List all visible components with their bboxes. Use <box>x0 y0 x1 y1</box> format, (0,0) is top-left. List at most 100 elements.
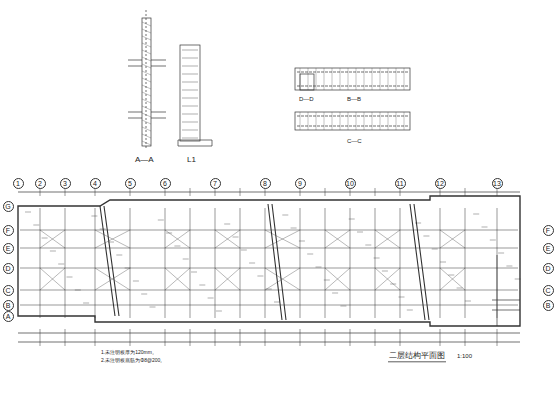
drawing-line <box>95 208 96 318</box>
drawing-line <box>375 329 376 346</box>
drawing-line <box>349 219 355 220</box>
drawing-line <box>404 112 405 130</box>
drawing-line <box>348 68 349 90</box>
drawing-line <box>465 329 466 346</box>
drawing-line <box>440 262 446 263</box>
drawing-line <box>182 114 198 115</box>
drawing-line <box>95 268 130 290</box>
drawing-line <box>375 268 400 290</box>
drawing-line <box>91 216 97 217</box>
axis-bubble: B <box>543 300 554 311</box>
drawing-line <box>182 122 198 123</box>
drawing-line <box>65 208 66 318</box>
drawing-line <box>440 230 465 248</box>
drawing-line <box>215 208 216 318</box>
axis-number: 2 <box>38 180 42 187</box>
drawing-line <box>473 214 479 215</box>
drawing-line <box>308 68 309 90</box>
drawing-line <box>300 188 301 196</box>
drawing-line <box>224 224 230 225</box>
drawing-line <box>365 245 371 246</box>
drawing-line <box>142 22 151 26</box>
drawing-line <box>375 230 400 248</box>
drawing-line <box>130 208 131 318</box>
drawing-line <box>388 112 389 130</box>
drawing-line <box>216 311 222 312</box>
drawing-line <box>240 188 241 196</box>
drawing-line <box>215 188 216 196</box>
axis-number: 7 <box>213 180 217 187</box>
axis-number: 8 <box>263 180 267 187</box>
drawing-line <box>382 271 388 272</box>
drawing-line <box>20 290 518 291</box>
drawing-line <box>165 188 166 196</box>
drawing-line <box>95 268 130 290</box>
drawing-line <box>95 230 130 248</box>
drawing-line <box>58 264 64 265</box>
drawing-line <box>325 268 350 290</box>
drawing-line <box>241 250 247 251</box>
drawing-line <box>142 141 151 145</box>
drawing-line <box>340 306 346 307</box>
drawing-line <box>20 230 518 231</box>
drawing-line <box>142 113 151 117</box>
drawing-line <box>325 329 326 346</box>
axis-number: F <box>546 227 550 234</box>
drawing-line <box>356 68 357 90</box>
drawing-line <box>182 66 198 67</box>
axis-number: 1 <box>16 180 20 187</box>
drawing-line <box>282 215 288 216</box>
drawing-line <box>356 112 357 130</box>
drawing-line <box>307 254 313 255</box>
axis-bubble: E <box>3 243 14 254</box>
drawing-line <box>182 82 198 83</box>
drawing-line <box>40 188 41 196</box>
drawing-line <box>400 188 401 196</box>
drawing-line <box>20 305 518 306</box>
axis-bubble: 4 <box>90 178 101 189</box>
drawing-line <box>215 329 216 346</box>
drawing-line <box>357 232 363 233</box>
drawing-line <box>95 329 96 346</box>
drawing-line <box>165 208 166 318</box>
drawing-line <box>440 208 441 318</box>
drawing-line <box>75 290 81 291</box>
axis-bubble: E <box>543 243 554 254</box>
drawing-line <box>440 188 441 196</box>
axis-number: B <box>546 302 551 309</box>
drawing-title: 二层结构平面图 <box>388 352 446 361</box>
axis-number: 4 <box>93 180 97 187</box>
axis-number: C <box>545 287 550 294</box>
drawing-line <box>142 50 151 54</box>
drawing-line <box>182 90 198 91</box>
drawing-line <box>375 268 400 290</box>
drawing-line <box>142 64 151 68</box>
drawing-line <box>364 112 365 130</box>
drawing-line <box>308 112 309 130</box>
section-label: D—D <box>298 96 315 103</box>
axis-bubble: 5 <box>125 178 136 189</box>
section-label: L1 <box>186 156 197 165</box>
drawing-line <box>40 268 65 290</box>
drawing-line <box>396 68 397 90</box>
drawing-line <box>182 138 198 139</box>
drawing-line <box>233 237 239 238</box>
drawing-line <box>67 277 73 278</box>
drawing-line <box>350 329 351 346</box>
drawing-line <box>390 284 396 285</box>
drawing-line <box>215 230 240 248</box>
drawing-line <box>125 268 131 269</box>
drawing-line <box>95 188 96 196</box>
drawing-line <box>165 268 190 290</box>
drawing-line <box>325 230 350 248</box>
drawing-line <box>83 303 89 304</box>
drawing-line <box>215 268 240 290</box>
axis-number: B <box>6 302 11 309</box>
axis-bubble: 2 <box>35 178 46 189</box>
drawing-line <box>116 255 122 256</box>
drawing-line <box>515 279 521 280</box>
drawing-line <box>40 230 65 248</box>
drawing-line <box>141 294 147 295</box>
drawing-line <box>325 268 350 290</box>
drawing-line <box>257 276 263 277</box>
